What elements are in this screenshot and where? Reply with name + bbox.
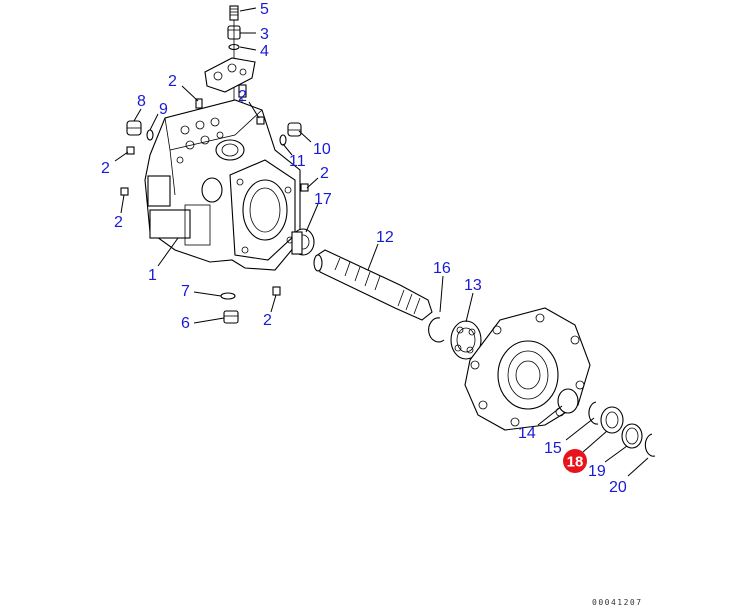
callout-3: 3 (260, 26, 269, 43)
callout-16: 16 (433, 260, 451, 277)
callout-17: 17 (314, 191, 332, 208)
callout-1: 1 (148, 267, 157, 284)
callout-9: 9 (159, 101, 168, 118)
callout-7: 7 (181, 283, 190, 300)
part-5-spring (229, 5, 239, 21)
part-11-o-ring (279, 134, 287, 146)
part-18-oil-seal (600, 406, 624, 434)
callout-18-highlighted: 18 (563, 449, 587, 473)
part-16-snap-ring (428, 317, 445, 343)
callout-19: 19 (588, 463, 606, 480)
callout-11: 11 (289, 153, 306, 170)
callout-8: 8 (137, 93, 146, 110)
part-7-o-ring (220, 292, 236, 300)
leader-lines (114, 7, 649, 477)
callout-14: 14 (518, 425, 536, 442)
callout-2-right: 2 (320, 165, 329, 182)
callout-18-badge (563, 449, 587, 473)
drawing-code: 00041207 (592, 598, 643, 607)
part-19-ring (621, 423, 643, 449)
callout-10: 10 (313, 141, 331, 158)
callout-2-upper-right: 2 (238, 88, 247, 105)
callout-4: 4 (260, 43, 269, 60)
callout-2-bottom: 2 (263, 312, 272, 329)
callout-5: 5 (260, 1, 269, 18)
callout-18: 18 (567, 454, 584, 471)
callout-12: 12 (376, 229, 394, 246)
callout-20: 20 (609, 479, 627, 496)
callout-2-left: 2 (101, 160, 110, 177)
part-15-snap-ring (588, 401, 599, 425)
callout-2-lower-left: 2 (114, 214, 123, 231)
callout-15: 15 (544, 440, 562, 457)
part-8-plug (126, 120, 142, 136)
part-cover-plate (204, 57, 256, 108)
part-9-o-ring (146, 129, 154, 141)
part-17-bearing (291, 228, 315, 256)
part-1-pump-housing (144, 99, 301, 271)
callout-2-top: 2 (168, 73, 177, 90)
part-10-plug (287, 122, 302, 137)
part-20-snap-ring (644, 433, 656, 457)
callout-labels: 5 3 4 2 8 9 2 10 11 2 2 17 2 12 1 16 13 … (101, 1, 627, 496)
part-12-drive-shaft (313, 249, 433, 321)
part-6-plug (223, 310, 239, 324)
part-14-ring (557, 388, 579, 414)
callout-13: 13 (464, 277, 482, 294)
callout-6: 6 (181, 315, 190, 332)
